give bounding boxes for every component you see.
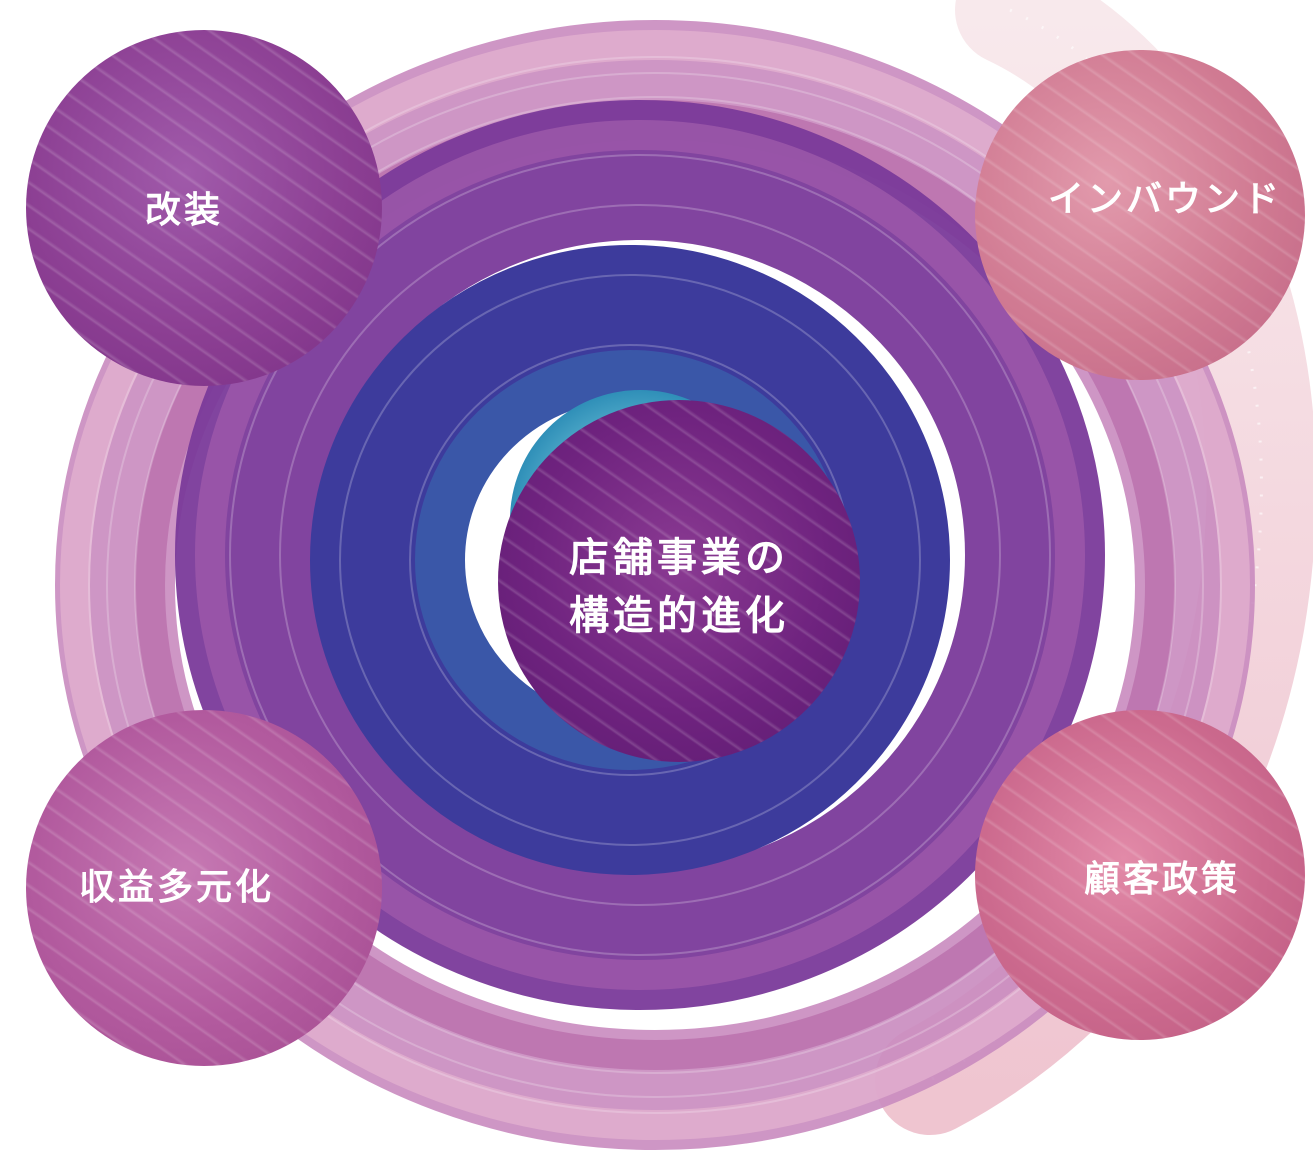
center-node: 店舗事業の 構造的進化	[498, 400, 860, 762]
center-line-1: 店舗事業の	[569, 535, 789, 581]
node-renovation-label: 改装	[144, 189, 223, 231]
node-revenue-diversification: 収益多元化	[26, 710, 382, 1066]
node-customer-policy: 顧客政策	[975, 710, 1305, 1040]
swirl-outer-ring	[55, 20, 1255, 1150]
center-node-label: 店舗事業の 構造的進化	[569, 529, 789, 645]
node-revenue-diversification-label: 収益多元化	[78, 866, 274, 908]
swirl-mid-ring	[175, 100, 1105, 1010]
node-inbound: インバウンド	[975, 50, 1305, 380]
node-customer-policy-label: 顧客政策	[1083, 858, 1240, 900]
swirl-inner-ring	[310, 245, 950, 875]
node-inbound-label: インバウンド	[1047, 178, 1282, 220]
center-line-2: 構造的進化	[569, 593, 789, 639]
node-renovation: 改装	[26, 30, 382, 386]
